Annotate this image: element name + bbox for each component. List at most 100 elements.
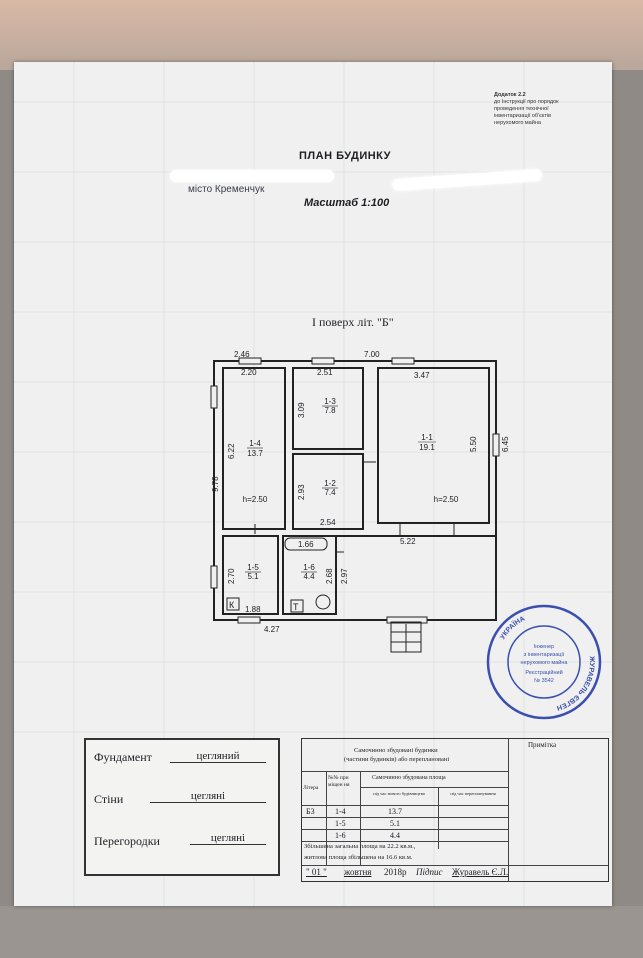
stamp-text: Інженер: [534, 644, 554, 650]
toilet-label: Т: [293, 602, 299, 612]
stamp-text: № 3542: [534, 678, 554, 684]
stamp-text: нерухомого майна: [521, 659, 569, 666]
room-height: h=2.50: [434, 495, 459, 504]
dimension-label: 2.93: [297, 484, 306, 500]
dimension-label: 5.50: [469, 436, 478, 452]
dimension-label: 2.51: [317, 368, 333, 377]
walls-label: Стіни: [94, 792, 124, 806]
dimension-label: 6.45: [501, 436, 510, 452]
dimension-label: 6.22: [227, 443, 236, 459]
redaction-mark: [170, 170, 334, 182]
annex-line: проведення технічної: [494, 106, 549, 112]
dimension-label: 2.70: [227, 568, 236, 584]
window-mark: [210, 565, 218, 589]
wall-outline: [213, 360, 497, 621]
row-area: 4.4: [390, 831, 400, 840]
annex-line: нерухомого майна: [494, 120, 541, 126]
walls-value: цегляні: [150, 790, 266, 803]
room-area: 13.7: [247, 449, 263, 458]
bathtub-symbol: [284, 537, 328, 551]
note-header: Примітка: [528, 741, 557, 749]
room-area: 4.4: [303, 572, 315, 581]
room-outline: [292, 367, 364, 450]
row-room: 1-6: [335, 831, 346, 840]
row-litera: Б3: [306, 807, 315, 816]
room-area: 19.1: [419, 443, 435, 452]
dimension-label: 5.22: [400, 537, 416, 546]
room-outline: [282, 535, 337, 615]
date-year: 2018р: [384, 867, 407, 877]
dimension-label: 2.97: [340, 568, 349, 584]
room-area: 7.8: [324, 406, 336, 415]
official-stamp: ЖУРАВЕЛЬ ЄВГЕН УКРАЇНА Інженер з інвента…: [486, 604, 602, 720]
register-heading: Самочинно збудовані будинки: [354, 747, 438, 754]
room-area: 7.4: [324, 488, 336, 497]
total-line: Збільшена загальна площа на 22.2 кв.м.,: [304, 843, 416, 850]
register-table: Самочинно збудовані будинки (частини буд…: [301, 738, 609, 882]
dimension-label: 7.00: [364, 350, 380, 359]
room-id: 1-4: [249, 439, 261, 448]
room-id: 1-3: [324, 397, 336, 406]
col-header: Самочинно збудована площа: [372, 775, 446, 781]
signer-name: Журавель Є.Л.: [452, 867, 509, 877]
table-surface: [0, 0, 643, 70]
window-mark: [238, 357, 262, 365]
dimension-label: 2.68: [325, 568, 334, 584]
dimension-label: 9.78: [211, 476, 220, 492]
annex-line: інвентаризації об'єктів: [494, 113, 552, 119]
room-area: 5.1: [247, 572, 259, 581]
dimension-label: 4.27: [264, 625, 280, 634]
col-header: під час нового будівництва: [373, 791, 425, 796]
dimension-label: 3.09: [297, 402, 306, 418]
row-room: 1-4: [335, 807, 346, 816]
dimension-label: 2.20: [241, 368, 257, 377]
room-id: 1-5: [247, 563, 259, 572]
row-area: 5.1: [390, 819, 400, 828]
toilet-symbol: [290, 599, 304, 613]
partitions-value: цегляні: [190, 832, 266, 845]
window-mark: [492, 433, 500, 457]
floor-label: І поверх літ. "Б": [312, 315, 394, 329]
stamp-text: з інвентаризації: [524, 652, 565, 658]
register-heading: (частини будинків) або переплановані: [344, 756, 450, 763]
window-mark: [311, 357, 335, 365]
floor-plan: К Т 2.46 2.20 2.51 7.00 3.47 6.22 9.78 3…: [210, 350, 510, 653]
dimension-label: 1.66: [298, 540, 314, 549]
date-day: " 01 ": [306, 867, 327, 877]
foundation-label: Фундамент: [94, 750, 152, 764]
stamp-country: УКРАЇНА: [499, 615, 526, 640]
document-page: Додаток 2.2 до Інструкції про порядок пр…: [14, 62, 612, 906]
window-mark: [391, 357, 415, 365]
annex-note: Додаток 2.2 до Інструкції про порядок пр…: [494, 92, 604, 127]
col-header: Літера: [303, 785, 319, 791]
annex-line: Додаток 2.2: [494, 92, 526, 98]
room-outline: [377, 367, 490, 524]
room-outline: [292, 453, 364, 530]
room-height: h=2.50: [243, 495, 268, 504]
col-header: №№ при міщен ня: [328, 775, 350, 788]
room-id: 1-2: [324, 479, 336, 488]
stamp-text: Реєстраційний: [525, 669, 562, 676]
window-mark: [386, 616, 428, 624]
col-header: під час перепланування: [450, 791, 496, 796]
room-outline: [222, 367, 286, 530]
date-month: жовтня: [344, 867, 372, 877]
annex-line: до Інструкції про порядок: [494, 99, 559, 105]
boiler-label: К: [229, 600, 235, 610]
room-id: 1-1: [421, 433, 433, 442]
scale-label: Масштаб 1:100: [304, 197, 390, 209]
row-room: 1-5: [335, 819, 346, 828]
page-title: ПЛАН БУДИНКУ: [299, 150, 392, 162]
window-mark: [210, 385, 218, 409]
window-mark: [237, 616, 261, 624]
partitions-label: Перегородки: [94, 834, 160, 848]
dimension-label: 2.46: [234, 350, 250, 359]
foundation-value: цегляний: [170, 750, 266, 763]
boiler-symbol: [226, 597, 240, 611]
background-surface: [0, 906, 643, 958]
sink-symbol: [315, 594, 331, 610]
materials-box: Фундамент цегляний Стіни цегляні Перегор…: [84, 738, 280, 876]
dimension-label: 2.54: [320, 518, 336, 527]
sign-label: Підпис: [416, 867, 443, 877]
city-label: місто Кременчук: [188, 184, 265, 195]
